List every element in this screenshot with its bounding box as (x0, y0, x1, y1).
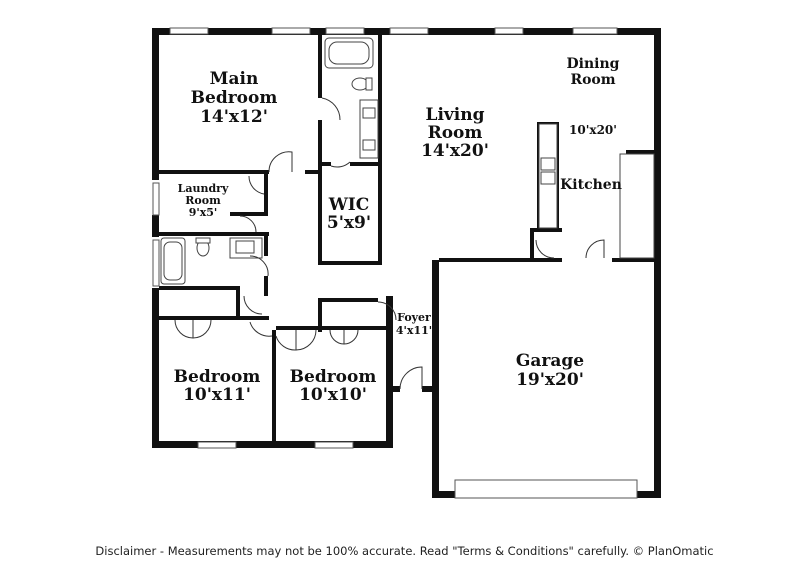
main-bedroom-size: 14'x12' (200, 107, 268, 127)
bedroom-left-size: 10'x11' (183, 385, 251, 405)
laundry-room-name-2: Room (185, 194, 221, 207)
bedroom-left-name: Bedroom (174, 367, 261, 387)
garage-size: 19'x20' (516, 370, 584, 390)
wic-name: WIC (328, 195, 370, 215)
living-room-name-2: Room (428, 123, 483, 143)
wic-size: 5'x9' (327, 213, 371, 233)
disclaimer-text: Disclaimer - Measurements may not be 100… (95, 544, 714, 558)
dining-room-name-2: Room (570, 72, 615, 88)
main-bedroom-name-2: Bedroom (191, 88, 278, 108)
windows (152, 27, 638, 499)
dining-room-name-1: Dining (567, 56, 620, 72)
laundry-room-size: 9'x5' (189, 206, 218, 219)
bedroom-right-name: Bedroom (290, 367, 377, 387)
kitchen-name: Kitchen (560, 177, 622, 193)
fixtures (160, 37, 655, 285)
bedroom-right-size: 10'x10' (299, 385, 367, 405)
door-swings (174, 97, 605, 390)
foyer-name: Foyer (397, 311, 431, 324)
garage-name: Garage (516, 351, 584, 371)
living-room-name-1: Living (426, 105, 485, 125)
room-labels: Main Bedroom 14'x12' Living Room 14'x20'… (174, 56, 622, 405)
foyer-size: 4'x11' (396, 324, 432, 337)
living-room-size: 14'x20' (421, 141, 489, 161)
floor-plan: Main Bedroom 14'x12' Living Room 14'x20'… (152, 27, 661, 499)
main-bedroom-name-1: Main (210, 69, 259, 89)
dining-room-size: 10'x20' (569, 123, 617, 137)
laundry-room-name-1: Laundry (178, 182, 229, 195)
